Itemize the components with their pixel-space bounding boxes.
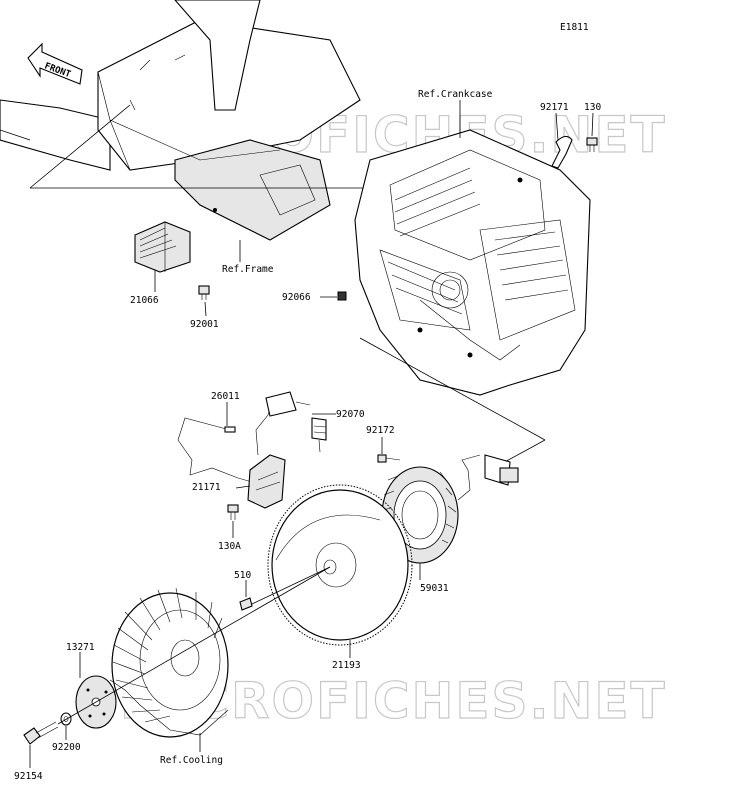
spark-plug-92070-icon	[311, 417, 327, 453]
diagram-code: E1811	[560, 22, 589, 33]
part-130-label: 130	[584, 102, 601, 113]
part-13271-label: 13271	[66, 642, 95, 653]
clip-92171-icon	[551, 135, 573, 169]
stator-connector-icon	[484, 454, 519, 486]
part-92066-label: 92066	[282, 292, 311, 303]
part-92172-label: 92172	[366, 425, 395, 436]
cooling-fan	[109, 587, 229, 738]
part-130A-label: 130A	[218, 541, 241, 552]
part-59031-label: 59031	[420, 583, 449, 594]
regulator-21066	[134, 221, 191, 273]
ref-cooling-label: Ref.Cooling	[160, 755, 223, 766]
part-26011-label: 26011	[211, 391, 240, 402]
part-92200-label: 92200	[52, 742, 81, 753]
front-arrow-icon: FRONT	[27, 42, 83, 85]
ref-crankcase-label: Ref.Crankcase	[418, 89, 493, 100]
part-92154-label: 92154	[14, 771, 43, 782]
part-92070-label: 92070	[336, 409, 365, 420]
ignition-coil-21171	[247, 454, 286, 509]
part-92171-label: 92171	[540, 102, 569, 113]
part-510-label: 510	[234, 570, 251, 581]
part-21066-label: 21066	[130, 295, 159, 306]
part-21193-label: 21193	[332, 660, 361, 671]
part-21171-label: 21171	[192, 482, 221, 493]
bolt-92154-icon	[23, 721, 59, 745]
plug-cap-wire	[255, 391, 311, 456]
plug-92066-icon	[337, 291, 347, 301]
part-92001-label: 92001	[190, 319, 219, 330]
crankcase-assembly	[354, 129, 591, 396]
bolt-92001-icon	[198, 285, 210, 300]
frame-assembly	[0, 0, 361, 241]
ref-frame-label: Ref.Frame	[222, 264, 274, 275]
bolt-130A-icon	[227, 504, 239, 520]
bolt-130-icon	[586, 137, 598, 152]
key-510-icon	[239, 597, 253, 611]
bolt-92172-icon	[377, 454, 401, 463]
flywheel-21193	[267, 484, 413, 646]
